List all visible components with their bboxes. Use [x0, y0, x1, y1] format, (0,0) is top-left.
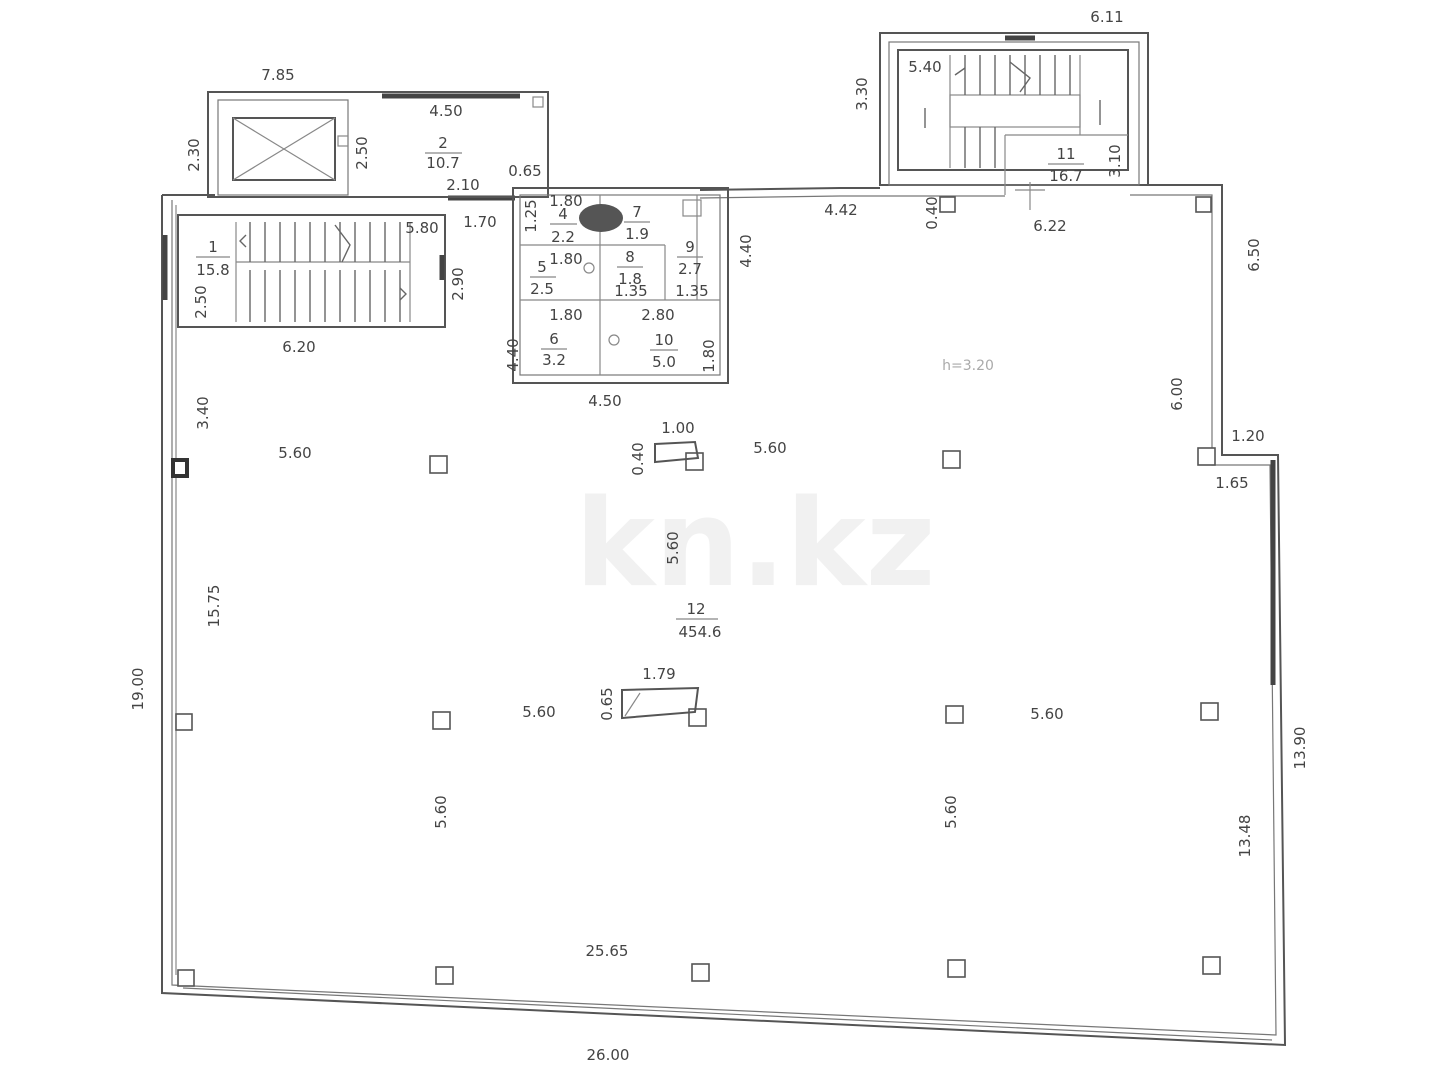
svg-text:1.80: 1.80 — [549, 306, 582, 324]
svg-text:25.65: 25.65 — [586, 942, 629, 960]
svg-text:6.20: 6.20 — [282, 338, 315, 356]
columns — [171, 196, 1221, 987]
svg-text:2.10: 2.10 — [446, 176, 479, 194]
svg-text:5.40: 5.40 — [908, 58, 941, 76]
svg-text:3.40: 3.40 — [194, 396, 212, 429]
svg-text:5.60: 5.60 — [522, 703, 555, 721]
svg-text:1.35: 1.35 — [675, 282, 708, 300]
svg-text:2.30: 2.30 — [185, 138, 203, 171]
svg-text:1.20: 1.20 — [1231, 427, 1264, 445]
room-4-label: 4 2.2 — [550, 205, 577, 246]
svg-text:8: 8 — [625, 248, 635, 266]
svg-text:3.2: 3.2 — [542, 351, 566, 369]
svg-text:2.2: 2.2 — [551, 228, 575, 246]
svg-text:0.65: 0.65 — [598, 687, 616, 720]
svg-text:3.30: 3.30 — [853, 77, 871, 110]
room-11-label: 11 16.7 — [1048, 145, 1084, 185]
svg-text:5: 5 — [537, 258, 547, 276]
svg-text:7: 7 — [632, 203, 642, 221]
svg-text:1.35: 1.35 — [614, 282, 647, 300]
dimension-labels: 7.85 4.50 2.30 2.50 0.65 2.10 1.70 5.80 … — [129, 8, 1309, 1064]
room-7-label: 7 1.9 — [624, 203, 650, 243]
elevator-block — [207, 91, 549, 198]
svg-text:16.7: 16.7 — [1049, 167, 1082, 185]
sanitary-block — [512, 187, 729, 384]
room-5-label: 5 2.5 — [530, 258, 556, 298]
watermark-text: kn.kz — [575, 475, 935, 614]
room-12-label: 12 454.6 — [676, 600, 721, 641]
room-labels: 1 15.8 2 10.7 4 2.2 5 2.5 6 3.2 7 1.9 — [196, 134, 1084, 641]
svg-text:0.40: 0.40 — [629, 442, 647, 475]
svg-text:2.80: 2.80 — [641, 306, 674, 324]
svg-text:1.80: 1.80 — [549, 192, 582, 210]
outer-walls — [161, 184, 1287, 1047]
svg-text:2.90: 2.90 — [449, 267, 467, 300]
svg-text:4.50: 4.50 — [588, 392, 621, 410]
svg-text:5.0: 5.0 — [652, 353, 676, 371]
svg-text:5.80: 5.80 — [405, 219, 438, 237]
svg-text:454.6: 454.6 — [679, 623, 722, 641]
ceiling-height-label: h=3.20 — [942, 358, 994, 374]
svg-text:3.10: 3.10 — [1106, 144, 1124, 177]
svg-text:15.8: 15.8 — [196, 261, 229, 279]
room-2-label: 2 10.7 — [425, 134, 462, 172]
svg-text:26.00: 26.00 — [587, 1046, 630, 1064]
svg-text:5.60: 5.60 — [753, 439, 786, 457]
svg-text:4.40: 4.40 — [504, 338, 522, 371]
svg-text:1.80: 1.80 — [549, 250, 582, 268]
svg-text:4.40: 4.40 — [737, 234, 755, 267]
shafts — [621, 440, 700, 720]
room-1-label: 1 15.8 — [196, 238, 230, 279]
svg-text:1.79: 1.79 — [642, 665, 675, 683]
svg-text:6.11: 6.11 — [1090, 8, 1123, 26]
room-9-label: 9 2.7 — [677, 238, 703, 278]
svg-text:10: 10 — [654, 331, 673, 349]
svg-text:19.00: 19.00 — [129, 668, 147, 711]
stair-block-1 — [177, 214, 446, 328]
svg-text:12: 12 — [686, 600, 705, 618]
svg-text:6.50: 6.50 — [1245, 238, 1263, 271]
svg-text:2.7: 2.7 — [678, 260, 702, 278]
svg-text:1: 1 — [208, 238, 218, 256]
svg-text:2.5: 2.5 — [530, 280, 554, 298]
svg-text:9: 9 — [685, 238, 695, 256]
svg-text:5.60: 5.60 — [278, 444, 311, 462]
svg-text:1.25: 1.25 — [522, 199, 540, 232]
svg-text:1.80: 1.80 — [700, 339, 718, 372]
svg-text:0.65: 0.65 — [508, 162, 541, 180]
svg-text:4.50: 4.50 — [429, 102, 462, 120]
svg-text:1.8: 1.8 — [618, 270, 642, 288]
svg-text:5.60: 5.60 — [664, 531, 682, 564]
svg-text:1.65: 1.65 — [1215, 474, 1248, 492]
room-6-label: 6 3.2 — [541, 330, 567, 369]
svg-text:13.90: 13.90 — [1291, 727, 1309, 770]
svg-text:5.60: 5.60 — [432, 795, 450, 828]
svg-text:5.60: 5.60 — [942, 795, 960, 828]
stair-block-2 — [879, 32, 1149, 210]
svg-text:0.40: 0.40 — [923, 196, 941, 229]
svg-text:1.00: 1.00 — [661, 419, 694, 437]
svg-text:4.42: 4.42 — [824, 201, 857, 219]
svg-text:6.00: 6.00 — [1168, 377, 1186, 410]
svg-text:2.50: 2.50 — [353, 136, 371, 169]
svg-text:6.22: 6.22 — [1033, 217, 1066, 235]
svg-text:5.60: 5.60 — [1030, 705, 1063, 723]
svg-text:10.7: 10.7 — [426, 154, 459, 172]
room-10-label: 10 5.0 — [650, 331, 678, 371]
svg-text:4: 4 — [558, 205, 568, 223]
svg-text:7.85: 7.85 — [261, 66, 294, 84]
svg-text:1.70: 1.70 — [463, 213, 496, 231]
svg-text:6: 6 — [549, 330, 559, 348]
svg-text:2: 2 — [438, 134, 448, 152]
room-8-label: 8 1.8 — [617, 248, 643, 288]
svg-text:2.50: 2.50 — [192, 285, 210, 318]
svg-text:15.75: 15.75 — [205, 585, 223, 628]
svg-text:11: 11 — [1056, 145, 1075, 163]
svg-text:1.9: 1.9 — [625, 225, 649, 243]
svg-text:13.48: 13.48 — [1236, 815, 1254, 858]
